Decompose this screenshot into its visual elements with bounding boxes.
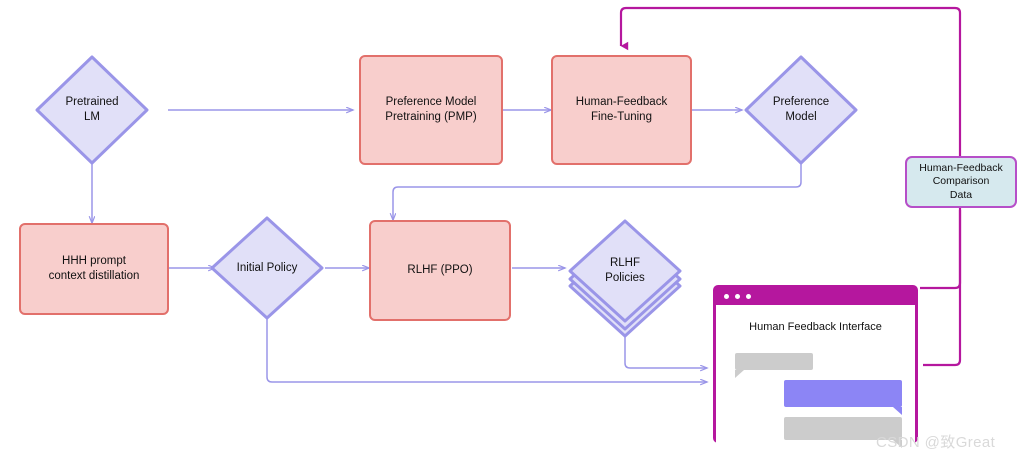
- node-rlhf-policies-shape-front: [568, 219, 682, 323]
- preference-model-line2: Model: [785, 111, 817, 123]
- rlhf-policies-line1: RLHF: [609, 257, 640, 270]
- window-maximize-dot-icon[interactable]: [746, 294, 751, 299]
- comparison-data-line1: Human-Feedback: [919, 161, 1003, 174]
- window-body: Human Feedback Interface: [716, 305, 915, 448]
- pretrained-lm-line2: LM: [84, 111, 100, 123]
- node-human-feedback-fine-tuning: Human-Feedback Fine-Tuning: [551, 55, 692, 165]
- node-initial-policy-label: Initial Policy: [212, 254, 322, 282]
- node-rlhf-policies-shape-back1: [568, 227, 682, 331]
- node-human-feedback-comparison-data: Human-Feedback Comparison Data: [905, 156, 1017, 208]
- window-titlebar: [716, 288, 915, 305]
- edge-interface-to-comparison-data: [920, 210, 962, 290]
- hhh-line2: context distillation: [48, 270, 140, 282]
- rlhf-policies-line2: Policies: [605, 272, 645, 284]
- pmp-line1: Preference Model: [385, 96, 477, 109]
- node-pretrained-lm-label: Pretrained LM: [37, 88, 147, 132]
- chat-bubble-user-1: [735, 353, 813, 378]
- chat-bubble-user-2: [784, 417, 902, 448]
- node-rlhf-ppo: RLHF (PPO): [369, 220, 511, 321]
- edge-initialpolicy-to-interface: [266, 318, 707, 382]
- finetuning-line1: Human-Feedback: [575, 96, 668, 109]
- preference-model-line1: Preference: [772, 96, 830, 109]
- initial-policy-line1: Initial Policy: [236, 261, 298, 274]
- hhh-line1: HHH prompt: [62, 255, 126, 268]
- interface-title: Human Feedback Interface: [749, 321, 882, 333]
- node-preference-model-pretraining: Preference Model Pretraining (PMP): [359, 55, 503, 165]
- pmp-line2: Pretraining (PMP): [385, 111, 477, 123]
- bubble-tail-icon: [893, 440, 902, 448]
- node-hhh-prompt-context-distillation: HHH prompt context distillation: [19, 223, 169, 315]
- rlhf-ppo-line1: RLHF (PPO): [407, 264, 473, 277]
- chat-bubble-model: [784, 380, 902, 415]
- comparison-data-line3: Data: [949, 188, 973, 201]
- node-initial-policy-shape: [210, 216, 324, 320]
- bubble-tail-icon: [735, 370, 744, 378]
- finetuning-line2: Fine-Tuning: [591, 111, 652, 123]
- node-rlhf-policies-label: RLHF Policies: [570, 249, 680, 293]
- edge-comparison-data-down: [923, 210, 962, 367]
- node-preference-model-shape: [744, 55, 858, 165]
- pretrained-lm-line1: Pretrained: [65, 96, 119, 109]
- bubble-tail-icon: [893, 407, 902, 415]
- node-pretrained-lm-shape: [35, 55, 149, 165]
- edge-prefmodel-to-rlhf: [393, 162, 802, 220]
- window-minimize-dot-icon[interactable]: [735, 294, 740, 299]
- edge-policies-to-interface: [624, 330, 707, 368]
- node-preference-model-label: Preference Model: [746, 88, 856, 132]
- comparison-data-line2: Comparison: [932, 175, 990, 188]
- node-rlhf-policies-shape-back2: [568, 234, 682, 338]
- window-close-dot-icon[interactable]: [724, 294, 729, 299]
- human-feedback-interface-window[interactable]: Human Feedback Interface: [713, 285, 918, 448]
- watermark: CSDN @致Great: [876, 434, 996, 451]
